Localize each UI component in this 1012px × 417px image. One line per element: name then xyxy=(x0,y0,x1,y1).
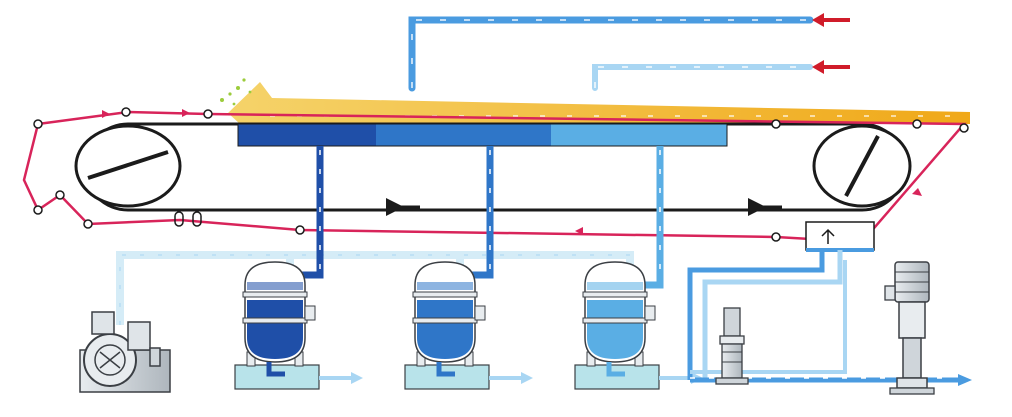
vacuum-box xyxy=(237,123,728,147)
filtrate-downpipe-1 xyxy=(300,146,324,279)
filtrate-downpipe-3 xyxy=(640,146,664,289)
filtrate-downpipe-2 xyxy=(470,146,494,279)
arrow-right-icon xyxy=(958,374,972,386)
receiver-liquid xyxy=(587,300,643,359)
return-pipe xyxy=(116,251,634,325)
receiver-base xyxy=(404,364,490,390)
pump-icon xyxy=(723,307,741,337)
receiver-liquid xyxy=(247,300,303,359)
inlet-arrow-upper xyxy=(812,13,850,27)
receivers xyxy=(234,261,703,390)
receiver-3 xyxy=(574,261,703,390)
filtrate-pump xyxy=(715,307,749,385)
arrow-right-icon xyxy=(351,372,363,384)
arrow-left-icon xyxy=(812,13,824,27)
drive-roller xyxy=(74,124,182,208)
seal-water-distributor xyxy=(805,221,875,252)
receiver-base xyxy=(234,364,320,390)
arrow-left-icon xyxy=(812,60,824,74)
wash-water-pipe-lower xyxy=(592,64,813,91)
cloth-wash-nozzles xyxy=(174,211,202,227)
slurry-feed xyxy=(220,78,970,124)
slurry-spray xyxy=(220,78,252,106)
tension-roller xyxy=(812,124,912,208)
motor-pump xyxy=(884,261,935,395)
arrow-right-icon xyxy=(521,372,533,384)
inlet-arrow-lower xyxy=(812,60,850,74)
receiver-1 xyxy=(234,261,363,390)
wash-water-pipe-upper xyxy=(408,16,814,92)
vacuum-pump xyxy=(79,311,171,393)
receiver-liquid xyxy=(417,300,473,359)
receiver-base xyxy=(574,364,660,390)
cloth-direction-arrows xyxy=(102,109,922,235)
receiver-2 xyxy=(404,261,533,390)
